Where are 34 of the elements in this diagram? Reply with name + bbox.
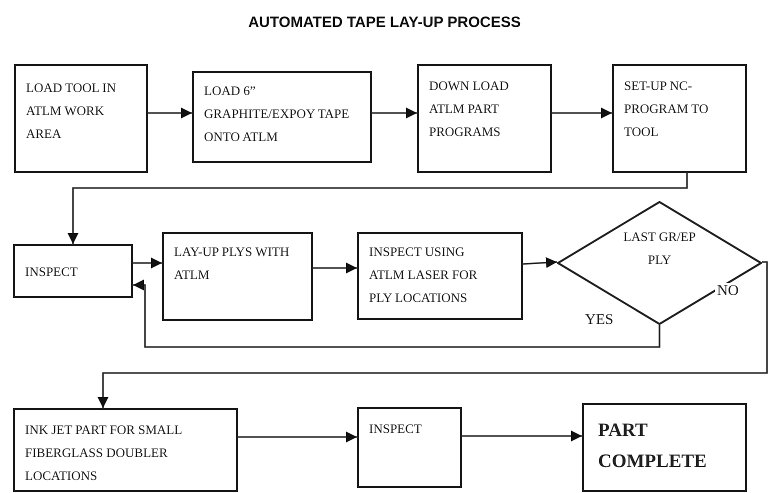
process-box bbox=[357, 232, 523, 320]
arrow bbox=[238, 432, 357, 442]
arrow bbox=[372, 108, 417, 118]
arrow bbox=[133, 258, 162, 268]
arrow bbox=[522, 257, 558, 268]
arrow bbox=[313, 262, 357, 274]
process-box bbox=[162, 232, 313, 321]
step-text: DOWN LOAD ATLM PART PROGRAMS bbox=[429, 77, 510, 141]
process-box bbox=[612, 64, 747, 173]
diagram-title: AUTOMATED TAPE LAY-UP PROCESS bbox=[247, 14, 522, 31]
step-text: PART COMPLETE bbox=[598, 419, 708, 474]
step-text: INK JET PART FOR SMALL FIBERGLASS DOUBLER LOCATIONS bbox=[25, 421, 183, 485]
process-box bbox=[13, 408, 238, 492]
arrow bbox=[462, 430, 582, 442]
arrow bbox=[133, 280, 660, 348]
arrow bbox=[552, 108, 612, 118]
arrow bbox=[98, 261, 768, 408]
process-box bbox=[14, 64, 148, 173]
step-text: INSPECT bbox=[369, 420, 423, 438]
step-text: SET-UP NC-PROGRAM TO TOOL bbox=[624, 77, 710, 141]
step-text: INSPECT USING ATLM LASER FOR PLY LOCATIONS bbox=[369, 243, 478, 307]
step-text: LAST GR/EP PLY bbox=[622, 228, 697, 269]
arrow bbox=[68, 173, 688, 244]
step-text: INSPECT bbox=[25, 263, 79, 281]
process-box bbox=[192, 71, 372, 163]
step-text: LAY-UP PLYS WITH ATLM bbox=[174, 243, 290, 284]
process-box bbox=[13, 244, 133, 298]
decision-diamond bbox=[557, 201, 762, 325]
step-text: LOAD TOOL IN ATLM WORK AREA bbox=[26, 79, 118, 143]
process-box bbox=[582, 403, 747, 492]
step-text: LOAD 6” GRAPHITE/EXPOY TAPE ONTO ATLM bbox=[204, 82, 350, 146]
arrow bbox=[148, 108, 192, 118]
process-box bbox=[417, 64, 552, 173]
process-box bbox=[357, 407, 462, 488]
